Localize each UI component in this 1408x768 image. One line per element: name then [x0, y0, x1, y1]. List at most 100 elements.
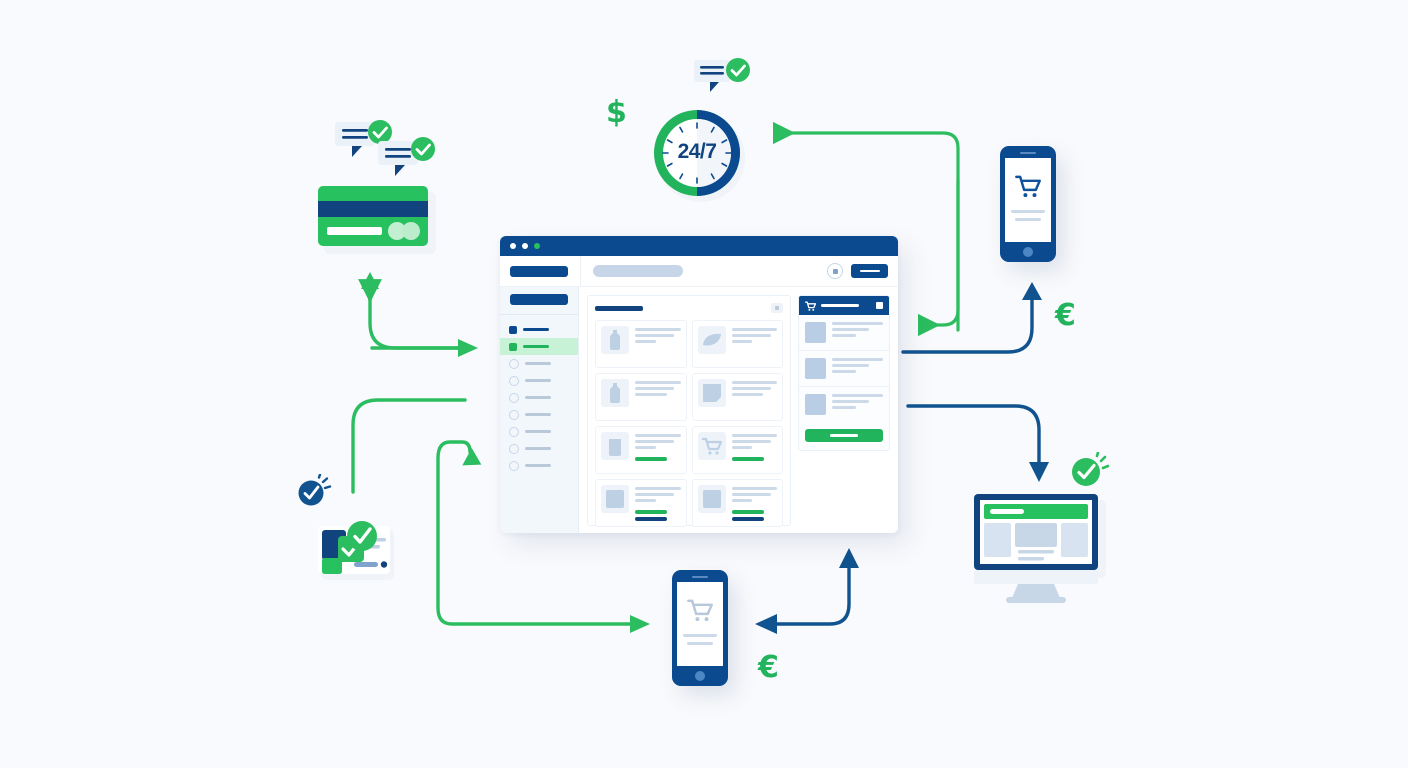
sidebar-item-label: [525, 362, 551, 365]
product-card[interactable]: [595, 373, 687, 421]
arrow-browser-to-phone-right: [901, 282, 1042, 354]
circle-icon: [509, 375, 519, 386]
status-tag-green: [635, 457, 667, 461]
sidebar: [500, 287, 579, 533]
arrow-browser-to-monitor: [906, 404, 1049, 482]
check-badge-blue: [296, 474, 332, 508]
product-thumb: [805, 394, 826, 415]
circle-icon: [509, 409, 519, 420]
square-icon: [601, 485, 629, 513]
cart-line-item[interactable]: [799, 387, 889, 422]
sidebar-divider: [500, 314, 578, 315]
cart-line-item[interactable]: [799, 351, 889, 387]
arrow-browser-to-card: [358, 272, 462, 350]
sidebar-item-label: [525, 430, 551, 433]
clock-label: 24/7: [677, 140, 717, 163]
shopping-cart-panel: [798, 295, 890, 451]
square-check-icon: [509, 342, 517, 351]
sidebar-brand[interactable]: [510, 294, 568, 305]
product-card[interactable]: [595, 479, 687, 527]
sidebar-item-3[interactable]: [500, 355, 578, 372]
sidebar-item-label: [525, 396, 551, 399]
clock-face: [654, 110, 745, 202]
sidebar-item-6[interactable]: [500, 406, 578, 423]
browser-toolbar: [500, 256, 898, 287]
browser-window[interactable]: [500, 236, 898, 533]
window-dot-minimize[interactable]: [522, 243, 528, 249]
window-dot-maximize[interactable]: [534, 243, 540, 249]
desktop-monitor[interactable]: [968, 490, 1118, 612]
credit-card: [318, 186, 440, 258]
window-titlebar: [500, 236, 898, 256]
arrow-to-catalog: [351, 398, 467, 494]
availability-clock: 24/7: [648, 104, 746, 202]
cart-line-item[interactable]: [799, 315, 889, 351]
square-icon: [697, 485, 726, 513]
product-card[interactable]: [691, 426, 783, 474]
bottle-icon: [601, 326, 629, 354]
shopping-cart-icon: [805, 300, 816, 311]
product-catalog: [587, 295, 791, 527]
status-tag-navy: [635, 517, 667, 521]
sidebar-item-8[interactable]: [500, 440, 578, 457]
status-tag-green: [731, 510, 764, 514]
lock-icon[interactable]: [827, 263, 843, 279]
catalog-heading: [595, 305, 643, 311]
box-icon: [697, 379, 726, 407]
product-card[interactable]: [691, 479, 783, 527]
product-card[interactable]: [595, 426, 687, 474]
window-dot-close[interactable]: [510, 243, 516, 249]
sidebar-item-label: [525, 447, 551, 450]
circle-icon: [509, 426, 519, 437]
leaf-icon: [697, 326, 726, 354]
product-thumb: [805, 322, 826, 343]
sidebar-item-label: [525, 464, 551, 467]
payment-card-verified: [310, 518, 402, 590]
sidebar-item-label: [525, 413, 551, 416]
bottle-icon: [601, 379, 629, 407]
check-badge-green-monitor: [1068, 452, 1112, 492]
bag-icon: [601, 432, 629, 460]
sidebar-item-1[interactable]: [500, 321, 578, 338]
search-input[interactable]: [593, 265, 683, 277]
product-card[interactable]: [691, 373, 783, 421]
mobile-phone-right[interactable]: [1000, 146, 1056, 262]
checkout-button[interactable]: [805, 429, 883, 442]
sidebar-item-7[interactable]: [500, 423, 578, 440]
toolbar-divider: [580, 256, 581, 286]
mobile-phone-bottom[interactable]: [672, 570, 728, 686]
product-card[interactable]: [691, 320, 783, 368]
status-tag-navy: [731, 517, 764, 521]
product-card[interactable]: [595, 320, 687, 368]
shopping-cart-icon: [1015, 175, 1041, 198]
circle-icon: [509, 358, 519, 369]
square-icon: [509, 325, 517, 334]
euro-symbol-bottom: €: [758, 650, 779, 685]
shopping-cart-icon: [687, 599, 713, 622]
sidebar-item-5[interactable]: [500, 389, 578, 406]
chat-bubble-clock-check: [692, 56, 754, 98]
dollar-symbol: $: [606, 95, 627, 130]
cart-header: [799, 296, 889, 315]
product-thumb: [805, 358, 826, 379]
arrow-to-sidebar: [370, 339, 478, 357]
circle-icon: [509, 460, 519, 471]
circle-icon: [509, 443, 519, 454]
grid-icon[interactable]: [771, 303, 783, 313]
sidebar-item-2-active[interactable]: [500, 338, 578, 355]
sidebar-item-label: [523, 345, 549, 348]
sidebar-item-label: [525, 379, 551, 382]
toolbar-action-button[interactable]: [851, 264, 888, 278]
cart-menu-icon[interactable]: [876, 302, 883, 309]
sidebar-item-4[interactable]: [500, 372, 578, 389]
cart-icon: [697, 432, 726, 460]
arrow-cart-to-clock: [772, 121, 960, 332]
chat-bubble-pair: [332, 116, 442, 180]
circle-icon: [509, 392, 519, 403]
site-logo[interactable]: [510, 265, 568, 277]
status-tag-green: [635, 510, 667, 514]
sidebar-item-9[interactable]: [500, 457, 578, 474]
cart-title: [821, 304, 859, 307]
